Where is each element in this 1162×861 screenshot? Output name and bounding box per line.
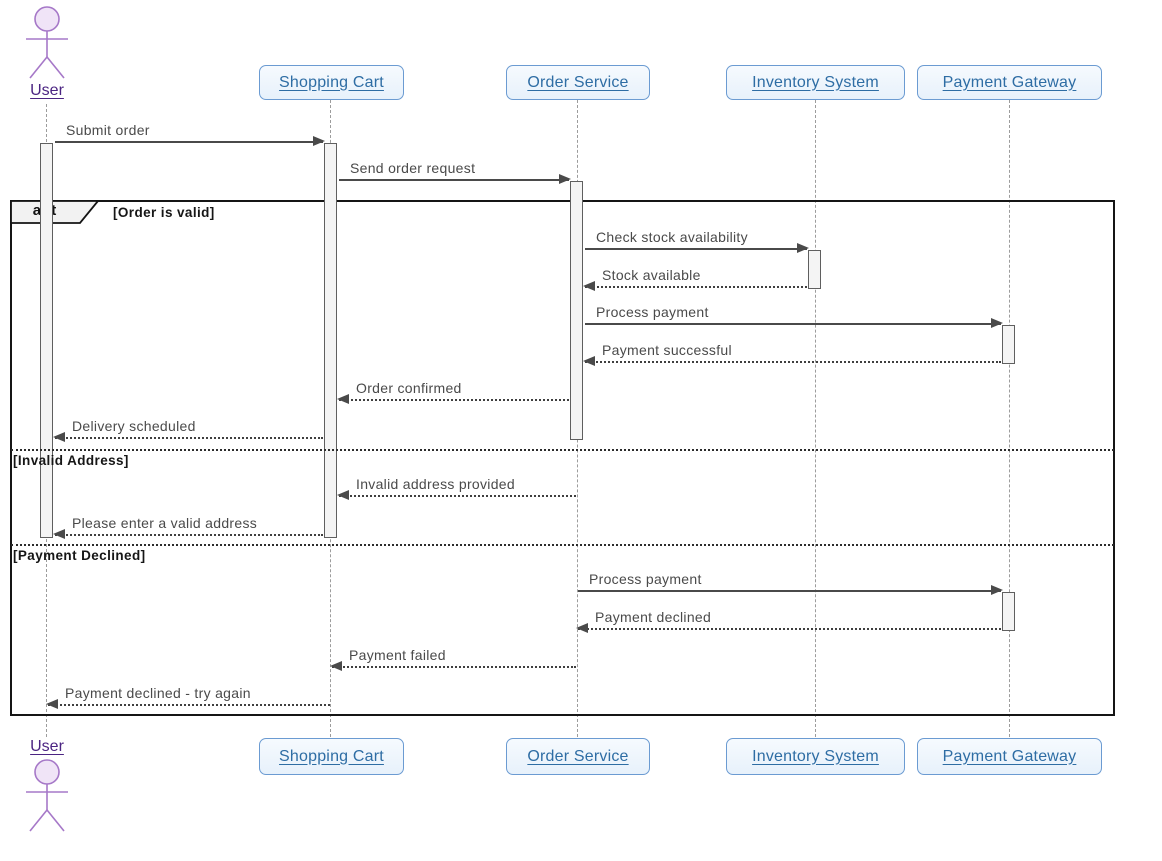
participant-inventory-system-bottom: Inventory System	[726, 738, 905, 775]
participant-payment-gateway-bottom: Payment Gateway	[917, 738, 1102, 775]
activation-order-service	[570, 181, 583, 440]
actor-icon	[23, 5, 71, 86]
arrowhead-icon	[337, 394, 349, 404]
guard-invalid-address: [Invalid Address]	[13, 453, 129, 468]
actor-icon	[23, 758, 71, 839]
guard-payment-declined: [Payment Declined]	[13, 548, 146, 563]
fragment-divider-1	[11, 449, 1114, 451]
activation-payment-gateway-2	[1002, 592, 1015, 631]
activation-payment-gateway-1	[1002, 325, 1015, 364]
participant-user-top: User	[30, 82, 64, 99]
participant-user-bottom: User	[30, 738, 64, 755]
arrowhead-icon	[559, 174, 571, 184]
arrowhead-icon	[53, 529, 65, 539]
arrowhead-icon	[991, 585, 1003, 595]
participant-inventory-system-top: Inventory System	[726, 65, 905, 100]
arrowhead-icon	[313, 136, 325, 146]
alt-operator-tab: alt	[10, 200, 102, 230]
lifeline-payment-gateway	[1009, 100, 1010, 737]
arrowhead-icon	[46, 699, 58, 709]
alt-fragment-frame: alt	[10, 200, 1115, 716]
arrowhead-icon	[330, 661, 342, 671]
activation-shopping-cart	[324, 143, 337, 538]
activation-inventory-system	[808, 250, 821, 289]
participant-shopping-cart-bottom: Shopping Cart	[259, 738, 404, 775]
arrowhead-icon	[991, 318, 1003, 328]
participant-payment-gateway-top: Payment Gateway	[917, 65, 1102, 100]
activation-user	[40, 143, 53, 538]
arrowhead-icon	[576, 623, 588, 633]
arrowhead-icon	[53, 432, 65, 442]
guard-order-is-valid: [Order is valid]	[113, 205, 215, 220]
arrowhead-icon	[583, 356, 595, 366]
arrowhead-icon	[797, 243, 809, 253]
participant-order-service-top: Order Service	[506, 65, 650, 100]
participant-order-service-bottom: Order Service	[506, 738, 650, 775]
arrowhead-icon	[583, 281, 595, 291]
arrowhead-icon	[337, 490, 349, 500]
participant-shopping-cart-top: Shopping Cart	[259, 65, 404, 100]
fragment-divider-2	[11, 544, 1114, 546]
lifeline-inventory-system	[815, 100, 816, 737]
